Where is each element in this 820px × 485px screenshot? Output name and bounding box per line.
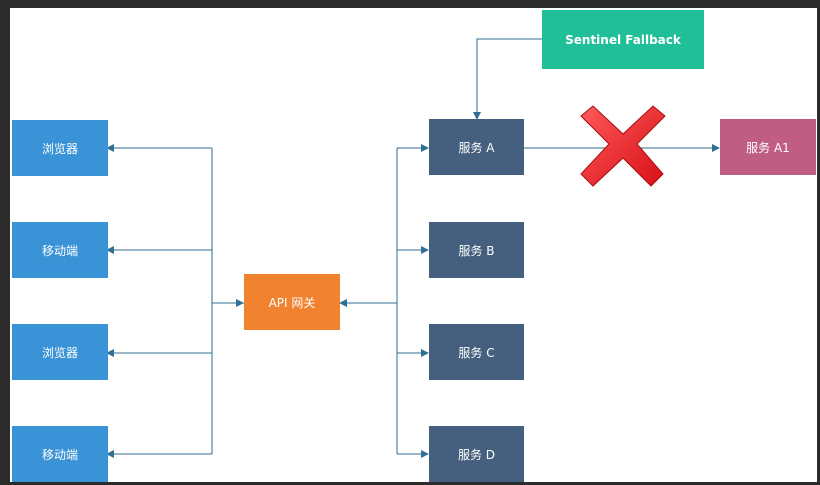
client-label: 移动端 [41, 447, 78, 462]
service-c: 服务 C [429, 324, 524, 380]
client-browser-1: 浏览器 [12, 120, 108, 176]
sentinel-label: Sentinel Fallback [565, 32, 681, 47]
gateway-label: API 网关 [268, 295, 316, 310]
client-label: 浏览器 [41, 345, 78, 360]
client-browser-2: 浏览器 [12, 324, 108, 380]
service-label: 服务 D [457, 447, 496, 462]
client-mobile-1: 移动端 [12, 222, 108, 278]
api-gateway: API 网关 [244, 274, 340, 330]
client-label: 移动端 [41, 243, 78, 258]
service-b: 服务 B [429, 222, 524, 278]
link-sentinel-service-a [473, 38, 542, 120]
diagram-canvas: 浏览器 移动端 浏览器 移动端 API 网关 服务 A 服务 B 服务 C 服务… [10, 8, 817, 482]
service-a1-label: 服务 A1 [746, 140, 790, 155]
sentinel-fallback: Sentinel Fallback [542, 10, 704, 69]
service-label: 服务 C [458, 345, 495, 360]
service-label: 服务 A [458, 140, 495, 155]
service-d: 服务 D [429, 426, 524, 482]
service-a1: 服务 A1 [720, 119, 816, 175]
service-label: 服务 B [458, 243, 495, 258]
connector-lines [106, 38, 720, 458]
client-label: 浏览器 [41, 141, 78, 156]
service-a: 服务 A [429, 119, 524, 175]
client-mobile-2: 移动端 [12, 426, 108, 482]
red-cross-icon [580, 105, 666, 187]
